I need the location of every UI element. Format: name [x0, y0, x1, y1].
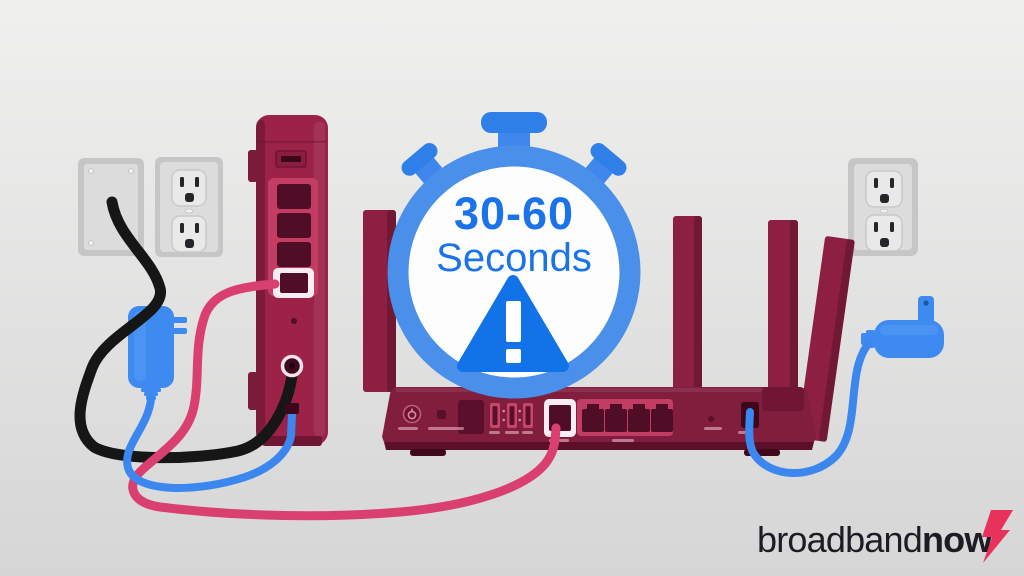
router-ethernet-ports — [577, 399, 673, 436]
screw-icon — [88, 168, 94, 174]
power-icon — [407, 408, 417, 420]
router-usb-slots — [490, 403, 533, 428]
stopwatch-side-button-left — [401, 143, 445, 186]
coax-cable — [74, 196, 298, 464]
screw-icon — [88, 240, 94, 246]
modem-power-port — [285, 403, 299, 414]
router-power-button — [402, 404, 422, 424]
power-cable-left — [123, 395, 296, 492]
router-recess — [458, 400, 484, 434]
stopwatch-side-button-right — [583, 143, 627, 186]
power-outlet-left — [155, 157, 223, 257]
router-antenna — [673, 216, 702, 394]
modem-side-tab — [248, 150, 258, 182]
modem-coax-port — [280, 354, 304, 378]
router-foot — [410, 449, 446, 456]
ethernet-cable — [128, 279, 561, 521]
screw-icon — [128, 168, 134, 174]
plug-prong — [170, 317, 187, 323]
antenna-hinge — [762, 387, 804, 411]
router-wireless-switch — [437, 410, 446, 419]
lightning-bolt-icon — [982, 510, 1013, 563]
warning-icon — [457, 275, 569, 372]
modem-usb-port — [275, 150, 307, 168]
adapter-body — [874, 320, 944, 358]
modem — [248, 115, 328, 446]
exclamation-mark — [506, 301, 521, 363]
router-antenna — [768, 220, 798, 394]
stopwatch-ring — [387, 145, 641, 399]
power-adapter-right — [861, 296, 944, 358]
modem-reset-hole — [291, 318, 297, 324]
modem-ethernet-port-active — [273, 268, 314, 298]
stopwatch: 30-60 Seconds — [387, 112, 641, 399]
stopwatch-duration: 30-60 — [454, 188, 574, 239]
brand-logo: broadbandnow — [757, 510, 1013, 563]
router-port-labels — [398, 427, 749, 442]
power-cable-right — [745, 339, 873, 477]
router-antennas — [363, 210, 855, 442]
router-wps-button — [708, 416, 714, 422]
stopwatch-crown-cap — [481, 112, 547, 133]
plug-prong — [170, 328, 187, 334]
router — [382, 387, 816, 456]
power-outlet-right — [848, 158, 918, 256]
router-antenna — [797, 236, 855, 442]
modem-side-tab — [248, 372, 258, 410]
stopwatch-unit: Seconds — [436, 236, 592, 280]
modem-ethernet-ports — [268, 178, 318, 298]
plug-prong — [918, 296, 934, 326]
logo-wordmark: broadbandnow — [757, 519, 993, 560]
